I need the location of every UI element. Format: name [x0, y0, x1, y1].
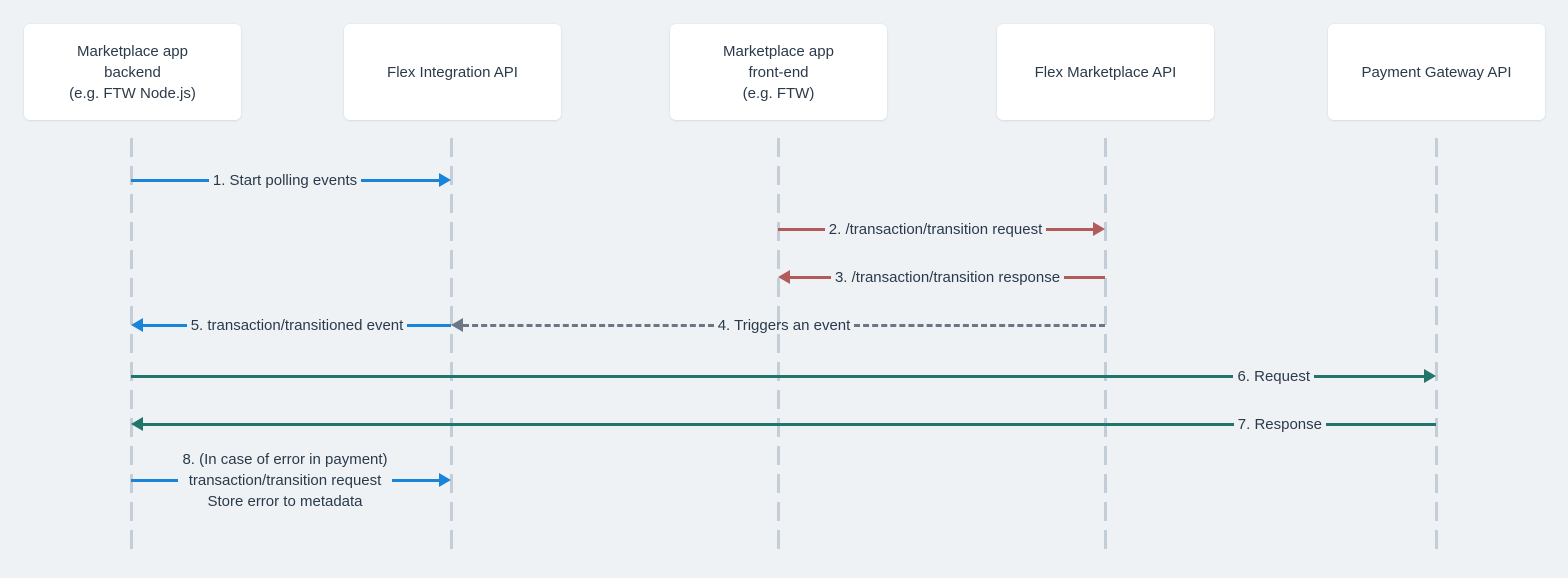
message-label: 7. Response [1237, 415, 1322, 433]
participant-label: Flex Integration API [387, 63, 518, 81]
message-line [131, 178, 209, 182]
participant-flex-integration-api[interactable]: Flex Integration API [344, 24, 561, 120]
participant-label: Marketplace app front-end (e.g. FTW) [723, 42, 834, 102]
lifeline-flex-integration-api [449, 138, 453, 550]
message-label: 2. /transaction/transition request [828, 220, 1043, 238]
arrowhead-left-icon [778, 270, 790, 284]
message-line [1326, 422, 1436, 426]
message-line [407, 323, 452, 327]
lifeline-flex-marketplace-api [1103, 138, 1107, 550]
message-line [361, 178, 440, 182]
participant-flex-marketplace-api[interactable]: Flex Marketplace API [997, 24, 1214, 120]
message-label: 1. Start polling events [212, 171, 358, 189]
message-line [131, 478, 179, 482]
message-label: 3. /transaction/transition response [834, 268, 1061, 286]
message-line [131, 374, 1234, 378]
message-line-dashed [854, 323, 1106, 327]
message-line [1314, 374, 1424, 378]
message-line [1046, 227, 1094, 231]
arrowhead-right-icon [439, 173, 452, 187]
message-label: 5. transaction/transitioned event [190, 316, 404, 334]
message-label: 6. Request [1237, 367, 1310, 385]
participant-label: Payment Gateway API [1361, 63, 1512, 81]
arrowhead-left-icon [131, 417, 143, 431]
participant-marketplace-app-frontend[interactable]: Marketplace app front-end (e.g. FTW) [670, 24, 887, 120]
message-line [143, 323, 187, 327]
lifeline-payment-gateway-api [1434, 138, 1438, 550]
message-line [790, 275, 831, 279]
message-label: 8. (In case of error in payment) transac… [182, 450, 388, 510]
message-line-dashed [463, 323, 714, 327]
participant-label: Marketplace app backend (e.g. FTW Node.j… [69, 42, 196, 102]
message-line [391, 478, 439, 482]
lifeline-marketplace-app-backend [129, 138, 133, 550]
arrowhead-right-icon [1424, 369, 1436, 383]
arrowhead-left-icon [451, 318, 463, 332]
participant-payment-gateway-api[interactable]: Payment Gateway API [1328, 24, 1545, 120]
message-line [1064, 275, 1105, 279]
lifeline-marketplace-app-frontend [776, 138, 780, 550]
arrowhead-left-icon [131, 318, 143, 332]
participant-marketplace-app-backend[interactable]: Marketplace app backend (e.g. FTW Node.j… [24, 24, 241, 120]
arrowhead-right-icon [439, 473, 451, 487]
message-line [778, 227, 825, 231]
participant-label: Flex Marketplace API [1034, 63, 1177, 81]
message-line [143, 422, 1234, 426]
message-label: 4. Triggers an event [717, 316, 851, 334]
arrowhead-right-icon [1093, 222, 1106, 236]
